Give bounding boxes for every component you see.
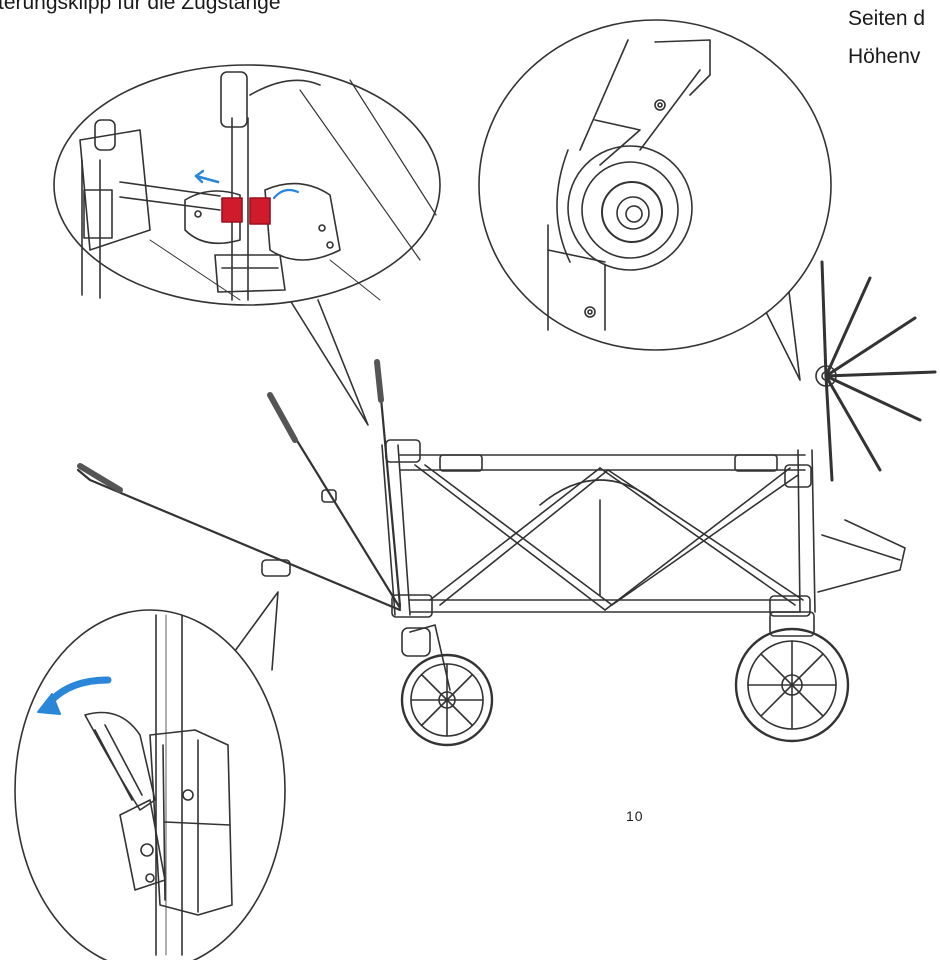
pull-rod-clip-icon [80,72,436,300]
page-number: 10 [626,808,644,824]
pull-handle-positions [78,362,400,610]
caption-side-line-2: Höhenv [848,45,921,68]
side-handle-fan [816,262,935,592]
height-adjust-knob-icon [548,40,710,330]
hinge-knob-callout [479,20,831,380]
wagon-illustration [78,262,935,745]
rear-wheel [736,612,848,741]
handle-lock-lever-icon [38,615,232,955]
caption-side-line-1: Seiten d [848,7,926,30]
connector-clip-callout [54,65,440,425]
caption-pull-rod-clip: terungsklipp für die Zugstange [0,0,281,14]
handle-lock-callout [15,592,285,960]
front-wheel [402,625,492,745]
wagon-frame [382,440,815,617]
